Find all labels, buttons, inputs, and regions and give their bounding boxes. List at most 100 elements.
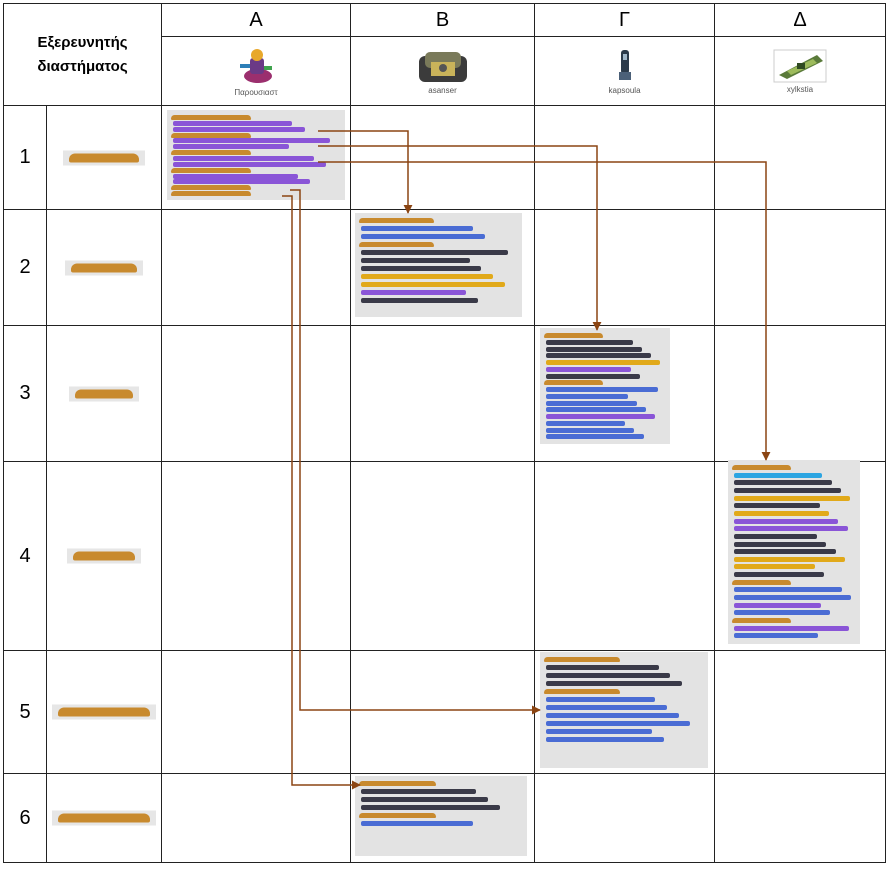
sprite-name-a: Παρουσιαστ: [234, 87, 278, 97]
code-block: [361, 226, 473, 231]
code-block: [546, 339, 634, 345]
code-block: [173, 161, 327, 167]
code-block: [734, 495, 851, 501]
script-cell-4-c: [534, 461, 716, 651]
table-row: 3: [3, 325, 887, 462]
script-panel-2-b: [355, 213, 522, 317]
spaceship-sprite-icon: [773, 49, 827, 82]
code-block: [546, 387, 658, 392]
sprite-name-b: asanser: [428, 85, 457, 95]
code-block: [171, 191, 252, 197]
code-block: [546, 373, 640, 379]
code-block: [361, 234, 485, 239]
code-block: [359, 781, 437, 786]
code-block: [361, 821, 473, 826]
code-block: [546, 346, 643, 352]
row-number-3: 3: [3, 325, 47, 462]
column-header-b: Β: [350, 3, 536, 37]
sprite-cell-d: xylkstia: [714, 36, 887, 106]
sprite-cell-b: asanser: [350, 36, 536, 106]
code-block: [546, 420, 626, 426]
code-block: [173, 126, 305, 132]
code-block: [361, 266, 482, 271]
code-block: [361, 805, 501, 810]
code-block: [173, 120, 293, 126]
script-panel-4-d: [728, 460, 860, 644]
script-cell-1-b: [350, 105, 536, 210]
code-block: [734, 480, 832, 486]
column-header-c: Γ: [534, 3, 716, 37]
hat-block-6: [52, 810, 156, 826]
table-row: 5: [3, 650, 887, 774]
capsule-sprite-icon: [618, 49, 631, 80]
code-block: [359, 242, 435, 247]
code-block: [732, 579, 792, 585]
script-cell-6-d: [714, 773, 887, 863]
elevator-sprite-icon: [418, 51, 467, 82]
code-block: [544, 380, 603, 386]
script-panel-3-c: [540, 328, 670, 444]
sprite-cell-c: kapsoula: [534, 36, 716, 106]
code-block: [546, 665, 659, 670]
hat-cell-1: [45, 105, 163, 210]
code-block: [171, 132, 252, 138]
code-block: [173, 144, 289, 150]
code-block: [734, 487, 841, 493]
script-cell-5-b: [350, 650, 536, 774]
code-block: [734, 556, 845, 562]
hat-cell-5: [45, 650, 163, 774]
code-block: [734, 610, 831, 616]
corner-label: Εξερευνητής διαστήματος: [2, 3, 163, 106]
script-cell-1-d: [714, 105, 887, 210]
script-panel-6-b: [355, 776, 527, 856]
code-block: [173, 179, 311, 185]
code-block: [361, 250, 508, 255]
code-block: [173, 173, 298, 179]
hat-cell-3: [45, 325, 163, 462]
hat-cell-6: [45, 773, 163, 863]
code-block: [544, 689, 620, 694]
script-cell-6-c: [534, 773, 716, 863]
code-block: [732, 618, 792, 624]
code-block: [734, 633, 819, 639]
code-block: [546, 697, 656, 702]
code-block: [546, 360, 661, 365]
sprite-cell-a: Παρουσιαστ: [161, 36, 352, 106]
code-block: [546, 366, 631, 372]
code-block: [546, 434, 644, 440]
code-block: [546, 427, 635, 433]
code-block: [361, 274, 493, 279]
script-cell-1-c: [534, 105, 716, 210]
code-block: [734, 564, 815, 570]
robot-sprite-icon: [240, 48, 273, 83]
code-block: [546, 414, 656, 419]
code-block: [546, 721, 691, 726]
script-cell-3-d: [714, 325, 887, 462]
code-block: [734, 549, 836, 555]
code-block: [546, 407, 647, 413]
hat-block-3: [69, 386, 139, 401]
code-block: [546, 705, 667, 710]
hat-block-2: [65, 260, 143, 275]
script-cell-5-a: [161, 650, 352, 774]
code-block: [546, 400, 637, 406]
code-block: [546, 673, 671, 678]
code-block: [361, 298, 478, 303]
code-block: [359, 813, 437, 818]
row-number-1: 1: [3, 105, 47, 210]
code-block: [361, 282, 505, 287]
script-cell-2-d: [714, 209, 887, 326]
code-block: [171, 150, 252, 156]
hat-block-5: [52, 704, 156, 720]
row-number-4: 4: [3, 461, 47, 651]
code-block: [734, 503, 820, 509]
code-block: [173, 156, 314, 161]
code-block: [734, 587, 843, 593]
code-block: [171, 115, 252, 120]
code-block: [359, 218, 435, 223]
row-number-6: 6: [3, 773, 47, 863]
code-block: [546, 393, 628, 399]
row-number-2: 2: [3, 209, 47, 326]
script-cell-6-a: [161, 773, 352, 863]
hat-block-4: [67, 548, 141, 564]
